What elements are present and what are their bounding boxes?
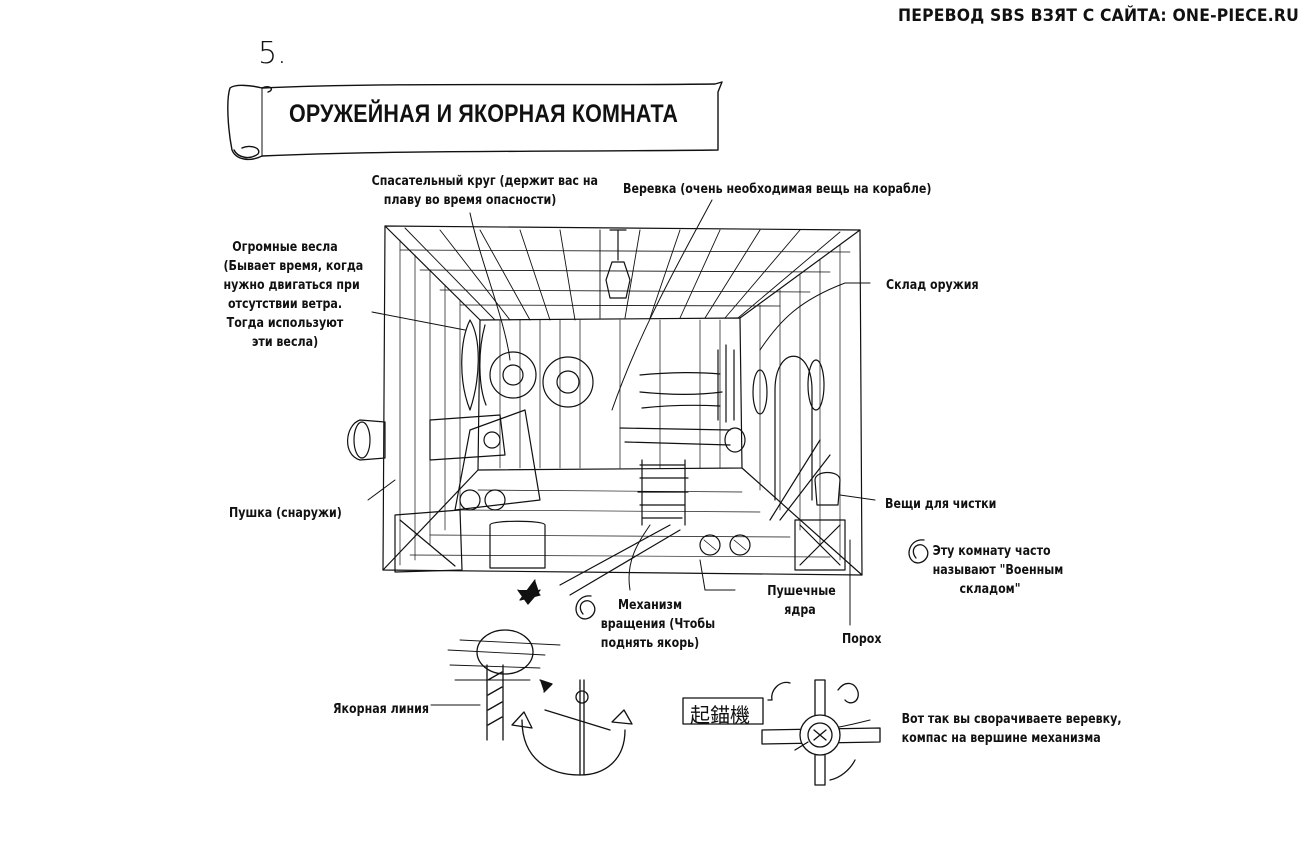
capstan-sign: 起錨機 — [690, 703, 750, 727]
room-drawing — [347, 225, 863, 601]
label-oars: Огромные весла (Бывает время, когда нужн… — [223, 239, 364, 350]
capstan-diagram — [682, 679, 881, 786]
anchor-diagram — [447, 589, 633, 776]
title-scroll — [227, 81, 723, 161]
label-anchor-line: Якорная линия — [333, 701, 430, 717]
label-gunpowder: Порох — [842, 631, 882, 647]
label-capstan: Механизм вращения (Чтобы поднять якорь) — [600, 597, 716, 651]
label-weapons-storage: Склад оружия — [886, 277, 979, 293]
label-rope: Веревка (очень необходимая вещь на кораб… — [623, 181, 932, 197]
label-room-note: Эту комнату часто называют "Военным скла… — [932, 543, 1064, 597]
page-title: ОРУЖЕЙНАЯ И ЯКОРНАЯ КОМНАТА — [289, 100, 679, 128]
label-cleaning-tools: Вещи для чистки — [885, 496, 997, 512]
label-cannon-outside: Пушка (снаружи) — [229, 505, 342, 521]
label-cannonballs: Пушечные ядра — [767, 583, 836, 618]
swirl-icon — [908, 539, 929, 564]
label-life-ring: Спасательный круг (держит вас на плаву в… — [371, 173, 598, 208]
section-number: 5. — [258, 36, 287, 71]
label-winding: Вот так вы сворачиваете веревку, компас … — [901, 711, 1122, 746]
site-credit: ПЕРЕВОД SBS ВЗЯТ С САЙТА: ONE-PIECE.RU — [898, 6, 1300, 26]
leader-lines — [367, 199, 876, 731]
swirl-icon — [575, 595, 596, 620]
